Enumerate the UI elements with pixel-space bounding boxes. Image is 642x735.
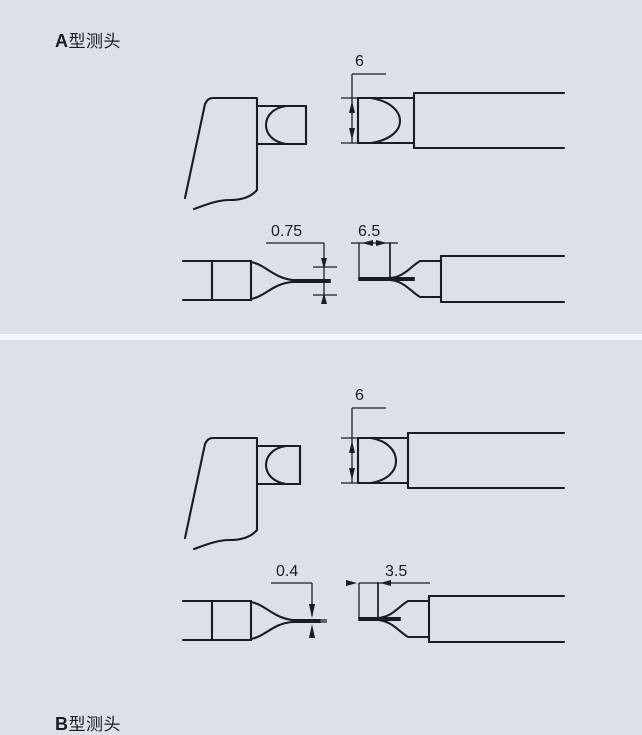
a-dimension-075: 0.75 [266, 223, 337, 304]
a-dimension-65: 6.5 [351, 223, 398, 279]
panel-a-type-probe: A型测头 [0, 0, 642, 334]
a-probe-profile-view [356, 91, 566, 150]
panel-b-drawing: 6 0.4 [181, 387, 566, 644]
panel-a-title: A型测头 [55, 32, 121, 51]
panel-a-drawing: 6 0.75 [181, 53, 566, 304]
panel-b-type-probe: B型测头 [0, 340, 642, 734]
b-dimension-35: 3.5 [346, 563, 430, 619]
b-dimension-35-label: 3.5 [385, 563, 407, 580]
a-dimension-6-label: 6 [355, 53, 364, 70]
a-tip-width-view [357, 242, 566, 304]
a-blade-thickness-view [181, 259, 332, 302]
panel-divider [0, 334, 642, 340]
b-dimension-6: 6 [341, 387, 386, 484]
b-jaw-angled-view [183, 436, 302, 551]
a-dimension-65-label: 6.5 [358, 223, 380, 240]
panel-b-title-latin: B [55, 714, 69, 734]
b-blade-thickness-view [181, 599, 322, 642]
b-dimension-04-label: 0.4 [276, 563, 298, 580]
a-dimension-6: 6 [341, 53, 386, 144]
a-jaw-angled-view [183, 96, 308, 211]
panel-b-title-cjk: 型测头 [68, 715, 121, 735]
panel-a-title-latin: A [55, 31, 69, 51]
b-dimension-04: 0.4 [271, 563, 327, 638]
panel-b-title: B型测头 [55, 715, 121, 734]
b-probe-profile-view [356, 431, 566, 490]
a-dimension-075-label: 0.75 [271, 223, 302, 240]
b-tip-width-view [357, 582, 566, 644]
b-dimension-6-label: 6 [355, 387, 364, 404]
panel-a-title-cjk: 型测头 [68, 32, 121, 52]
